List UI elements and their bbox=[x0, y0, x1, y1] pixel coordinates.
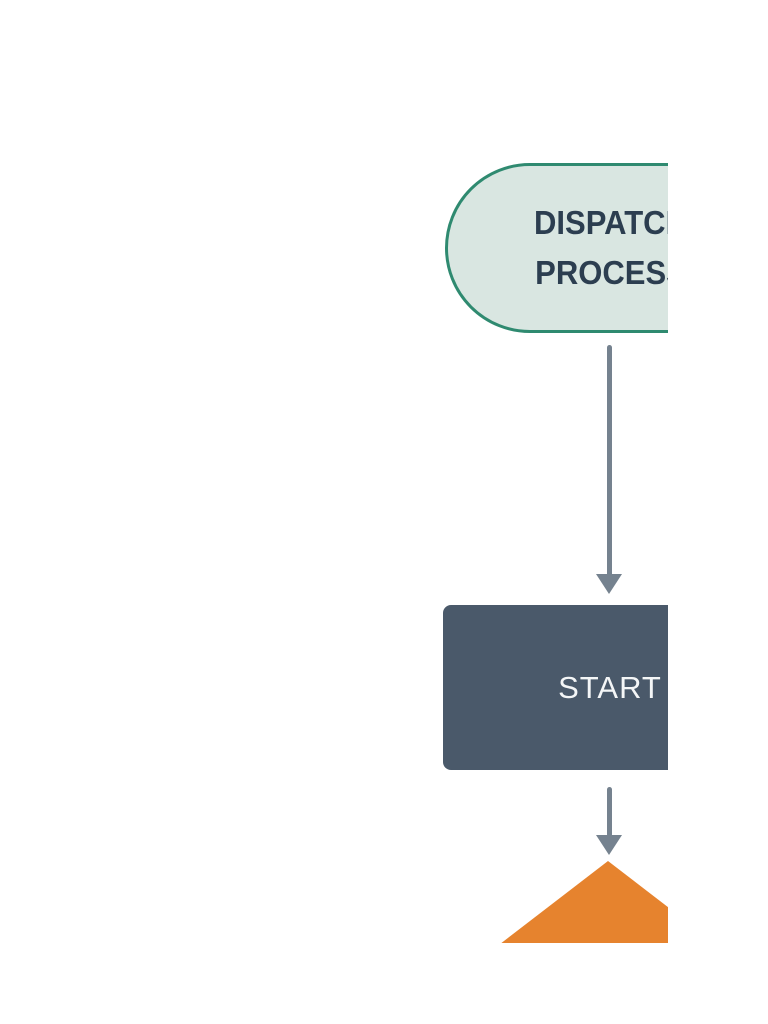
arrowhead-down-icon bbox=[596, 574, 622, 594]
process-node-label: START bbox=[558, 669, 662, 705]
decision-node-diamond bbox=[501, 861, 668, 943]
diamond-shape bbox=[501, 861, 668, 943]
process-node-start: START bbox=[443, 605, 668, 770]
connector-dispatch-to-start bbox=[596, 345, 622, 594]
connector-line bbox=[607, 345, 612, 577]
arrowhead-down-icon bbox=[596, 835, 622, 855]
connector-start-to-decision bbox=[596, 787, 622, 855]
connector-line bbox=[607, 787, 612, 837]
